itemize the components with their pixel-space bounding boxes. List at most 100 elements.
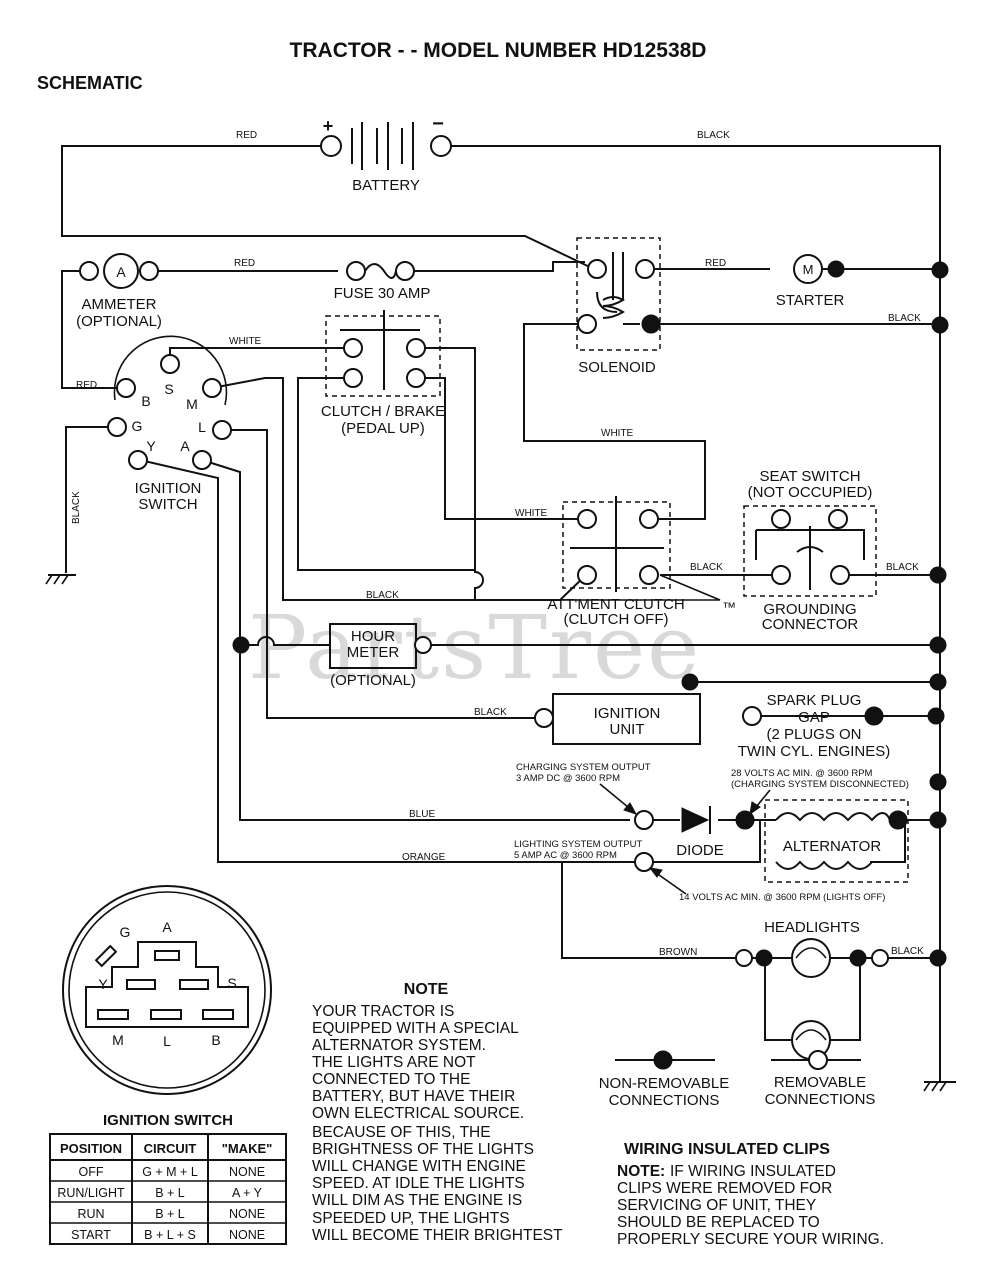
wire-black-solenoid: BLACK xyxy=(888,313,921,324)
grounding-connector-label: GROUNDING xyxy=(763,601,856,618)
plug-label-g: G xyxy=(120,924,131,940)
attment-clutch-label: ATT'MENT CLUTCH xyxy=(547,596,684,613)
wire-black-headlights: BLACK xyxy=(891,946,924,957)
starter-symbol: M xyxy=(803,262,814,277)
table-cell: START xyxy=(71,1228,111,1242)
table-header-make: "MAKE" xyxy=(222,1141,273,1156)
note-line: BATTERY, BUT HAVE THEIR xyxy=(312,1088,515,1105)
note-line: WILL BECOME THEIR BRIGHTEST xyxy=(312,1227,563,1244)
fuse-label: FUSE 30 AMP xyxy=(334,285,431,302)
clips-line: IF WIRING INSULATED xyxy=(670,1163,836,1180)
diode-label: DIODE xyxy=(676,842,724,859)
clips-line: SHOULD BE REPLACED TO xyxy=(617,1214,820,1231)
watermark: PartsTree xyxy=(248,596,701,699)
note-block: NOTE YOUR TRACTOR IS EQUIPPED WITH A SPE… xyxy=(312,981,563,1244)
legend-non-removable-2: CONNECTIONS xyxy=(609,1092,720,1109)
solenoid-label: SOLENOID xyxy=(578,359,656,376)
battery-plus: + xyxy=(323,116,334,136)
ign-terminal-m: M xyxy=(186,396,198,412)
spark-plug-note-2: TWIN CYL. ENGINES) xyxy=(738,743,891,760)
fuse: FUSE 30 AMP xyxy=(334,261,431,302)
clips-title: WIRING INSULATED CLIPS xyxy=(624,1141,830,1158)
note-line: SPEED. AT IDLE THE LIGHTS xyxy=(312,1175,525,1192)
table-header-position: POSITION xyxy=(60,1141,122,1156)
table-cell: G + M + L xyxy=(142,1165,198,1179)
table-cell: B + L + S xyxy=(144,1228,196,1242)
page-title: TRACTOR - - MODEL NUMBER HD12538D xyxy=(290,39,707,62)
legend-non-removable: NON-REMOVABLE xyxy=(599,1075,730,1092)
ammeter-symbol: A xyxy=(116,264,126,280)
ign-terminal-l: L xyxy=(198,419,206,435)
table-cell: NONE xyxy=(229,1207,265,1221)
legend-removable: REMOVABLE xyxy=(774,1074,866,1091)
headlights: HEADLIGHTS xyxy=(735,919,889,1060)
plug-label-y: Y xyxy=(98,976,108,992)
wire-black-attment-seat: BLACK xyxy=(690,562,723,573)
lighting-output-1: LIGHTING SYSTEM OUTPUT xyxy=(514,839,642,850)
clutch-brake-label: CLUTCH / BRAKE xyxy=(321,403,445,420)
battery-minus: − xyxy=(432,113,444,135)
wire-red-ignition: RED xyxy=(76,380,97,391)
plug-label-a: A xyxy=(162,919,172,935)
trademark: ™ xyxy=(722,599,736,615)
wire-black-ignition-unit: BLACK xyxy=(474,707,507,718)
clips-line: CLIPS WERE REMOVED FOR xyxy=(617,1180,832,1197)
page-subtitle: SCHEMATIC xyxy=(37,73,143,93)
charging-output-2: 3 AMP DC @ 3600 RPM xyxy=(516,773,620,784)
attachment-clutch-switch: ATT'MENT CLUTCH (CLUTCH OFF) xyxy=(547,496,685,628)
plug-label-s: S xyxy=(227,975,236,991)
ignition-switch-label-2: SWITCH xyxy=(138,496,197,513)
legend-removable-2: CONNECTIONS xyxy=(765,1091,876,1108)
clips-line: PROPERLY SECURE YOUR WIRING. xyxy=(617,1231,884,1248)
ignition-plug-face: G A Y S M L B xyxy=(62,885,272,1095)
hour-meter: HOUR METER (OPTIONAL) xyxy=(329,623,432,689)
wire-red-starter: RED xyxy=(705,258,726,269)
ign-terminal-y: Y xyxy=(146,438,156,454)
ground-rail-junctions xyxy=(232,261,949,967)
battery-label: BATTERY xyxy=(352,177,420,194)
charging-output-1: CHARGING SYSTEM OUTPUT xyxy=(516,762,651,773)
wire-color-labels: RED BLACK RED RED BLACK WHITE RED WHITE … xyxy=(71,130,924,958)
hour-meter-label-2: METER xyxy=(347,644,400,661)
note-title: NOTE xyxy=(404,981,449,998)
table-cell: NONE xyxy=(229,1228,265,1242)
wire-red-fuse: RED xyxy=(234,258,255,269)
note-line: WILL CHANGE WITH ENGINE xyxy=(312,1158,526,1175)
battery: + − BATTERY xyxy=(320,113,452,194)
table-cell: B + L xyxy=(155,1186,185,1200)
table-cell: OFF xyxy=(79,1165,104,1179)
attment-clutch-sub: (CLUTCH OFF) xyxy=(564,611,669,628)
table-cell: A + Y xyxy=(232,1186,263,1200)
wire-black-ignition-m: BLACK xyxy=(366,590,399,601)
plug-label-l: L xyxy=(163,1033,171,1049)
wire-black-seat-rail: BLACK xyxy=(886,562,919,573)
ground-symbol xyxy=(45,574,956,1092)
note-line: CONNECTED TO THE xyxy=(312,1071,470,1088)
plug-label-b: B xyxy=(211,1032,220,1048)
note-line: BRIGHTNESS OF THE LIGHTS xyxy=(312,1141,534,1158)
volts-28-2: (CHARGING SYSTEM DISCONNECTED) xyxy=(731,779,909,790)
seat-switch-sub: (NOT OCCUPIED) xyxy=(748,484,873,501)
spark-plug-gap: GAP xyxy=(798,709,830,726)
ammeter-optional: (OPTIONAL) xyxy=(76,313,162,330)
grounding-connector-label-2: CONNECTOR xyxy=(762,616,859,633)
ign-terminal-b: B xyxy=(141,393,150,409)
lighting-output-2: 5 AMP AC @ 3600 RPM xyxy=(514,850,617,861)
ignition-switch-table: IGNITION SWITCH POSITION CIRCUIT "MAKE" … xyxy=(49,1112,287,1245)
wire-white-attment: WHITE xyxy=(515,508,548,519)
note-line: ALTERNATOR SYSTEM. xyxy=(312,1037,486,1054)
wire-orange: ORANGE xyxy=(402,852,446,863)
ammeter-label: AMMETER xyxy=(82,296,157,313)
table-cell: B + L xyxy=(155,1207,185,1221)
spark-plug-note-1: (2 PLUGS ON xyxy=(766,726,861,743)
volts-28-1: 28 VOLTS AC MIN. @ 3600 RPM xyxy=(731,768,873,779)
note-line: THE LIGHTS ARE NOT xyxy=(312,1054,476,1071)
ignition-unit-label-2: UNIT xyxy=(610,721,645,738)
table-header-circuit: CIRCUIT xyxy=(144,1141,197,1156)
ign-terminal-g: G xyxy=(132,418,143,434)
diode-alternator: DIODE ALTERNATOR xyxy=(599,783,909,895)
wires xyxy=(61,145,941,1082)
ammeter: A AMMETER (OPTIONAL) xyxy=(76,253,162,330)
wire-black-battery: BLACK xyxy=(697,130,730,141)
